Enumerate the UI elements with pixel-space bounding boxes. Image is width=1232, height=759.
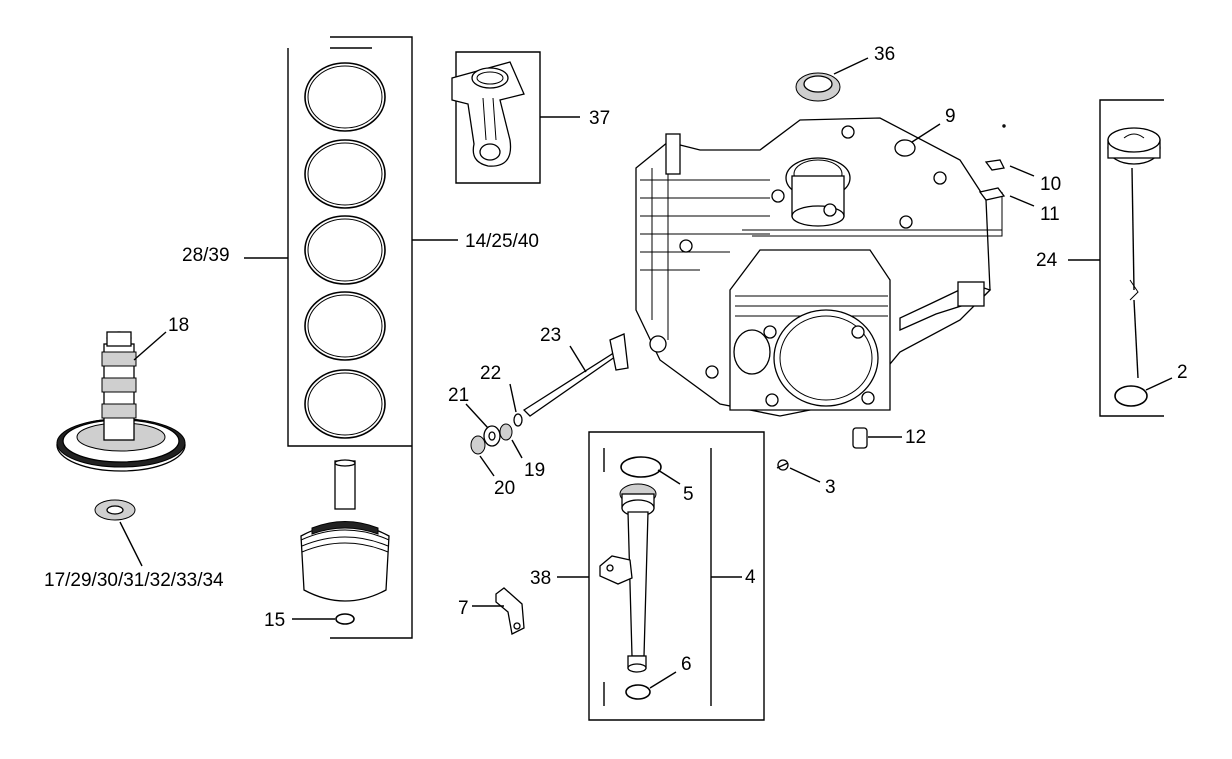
label-2: 2 — [1177, 362, 1188, 383]
label-15: 15 — [264, 610, 285, 631]
piston-pin-retainer — [335, 613, 355, 625]
piston-ring-2 — [304, 139, 386, 209]
camshaft-shim — [94, 499, 143, 567]
label-3: 3 — [825, 477, 836, 498]
label-21: 21 — [448, 385, 469, 406]
screw — [776, 459, 821, 483]
label-10: 10 — [1040, 174, 1061, 195]
label-20: 20 — [494, 478, 515, 499]
dipstick-o-ring — [1114, 385, 1148, 407]
nut-20 — [470, 435, 495, 477]
piston-ring-3 — [304, 215, 386, 285]
oil-fill-tube — [599, 483, 657, 673]
label-6: 6 — [681, 654, 692, 675]
clip-10 — [984, 124, 1035, 177]
connecting-rod-group — [451, 51, 580, 184]
oil-seal — [795, 57, 869, 102]
piston-ring-4 — [304, 291, 386, 361]
label-23: 23 — [540, 325, 561, 346]
washer-22 — [509, 383, 523, 427]
piston-ring-5 — [304, 369, 386, 439]
label-18: 18 — [168, 315, 189, 336]
crankcase — [635, 117, 992, 417]
connecting-rod — [451, 61, 525, 167]
label-24: 24 — [1036, 250, 1058, 271]
plug — [894, 123, 941, 157]
spacer-19 — [499, 423, 523, 459]
fill-tube-o-ring-bottom — [625, 684, 651, 700]
label-38: 38 — [530, 568, 551, 589]
dipstick — [1107, 127, 1161, 379]
breather-rod — [522, 333, 629, 417]
label-7: 7 — [458, 598, 469, 619]
label-11: 11 — [1040, 204, 1060, 225]
label-37: 37 — [589, 108, 610, 129]
fill-tube-o-ring-top — [620, 456, 662, 478]
piston — [300, 521, 390, 602]
label-12: 12 — [905, 427, 926, 448]
oil-fill-tube-group — [557, 431, 765, 721]
label-14-25-40: 14/25/40 — [465, 231, 539, 252]
dowel-pin — [852, 427, 902, 449]
label-4: 4 — [745, 567, 756, 588]
label-22: 22 — [480, 363, 501, 384]
washer-21 — [465, 403, 501, 447]
bracket — [472, 587, 525, 635]
clip-11 — [978, 187, 1035, 207]
piston-ring-1 — [304, 62, 386, 132]
label-28-39: 28/39 — [182, 245, 230, 266]
label-19: 19 — [524, 460, 545, 481]
camshaft — [56, 331, 186, 472]
dipstick-group — [1068, 99, 1173, 417]
piston-pin — [334, 459, 356, 510]
piston-ring-group — [244, 36, 458, 639]
label-9: 9 — [945, 106, 956, 127]
label-17-29-30-31-32-33-34: 17/29/30/31/32/33/34 — [44, 570, 224, 591]
label-36: 36 — [874, 44, 895, 65]
label-5: 5 — [683, 484, 694, 505]
